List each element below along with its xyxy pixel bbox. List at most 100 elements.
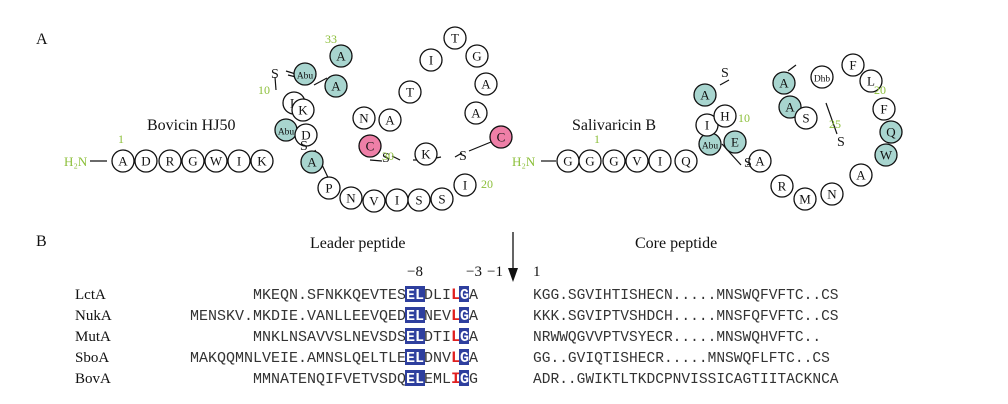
residue-letter: N xyxy=(827,187,837,202)
core-sequence: NRWWQGVVPTVSYECR.....MNSWQHVFTC.. xyxy=(533,329,821,346)
residue-bead: E xyxy=(723,130,747,154)
residue-number: 30 xyxy=(382,149,394,163)
leader-sequence: MENSKV.MKDIE.VANLLEEVQED xyxy=(190,308,406,325)
conserved-el-motif: EL xyxy=(406,350,424,367)
position-minus-8: −8 xyxy=(407,264,423,280)
bridge-sulfur: S xyxy=(721,66,729,81)
residue-letter: A xyxy=(471,106,481,121)
residue-letter: T xyxy=(451,31,459,46)
residue-letter: Abu xyxy=(702,142,719,152)
leader-sequence: DNV xyxy=(424,350,451,367)
double-glycine-motif: L xyxy=(451,307,461,325)
conserved-el-motif: EL xyxy=(406,371,424,388)
glycine-highlight xyxy=(459,349,469,365)
residue-circle xyxy=(414,142,438,166)
bovicin-residues: ADRGWIKAbuLAbuKDAPNVISSICATITGAAKCNAA xyxy=(111,26,513,213)
residue-letter: I xyxy=(429,53,433,68)
residue-letter: A xyxy=(785,100,795,115)
residue-letter: Abu xyxy=(278,128,295,138)
residue-letter: F xyxy=(880,102,887,117)
residue-bead: A xyxy=(849,163,873,187)
leader-sequence: A xyxy=(469,329,478,346)
residue-circle xyxy=(317,176,341,200)
residue-bead: D xyxy=(134,149,158,173)
residue-letter: P xyxy=(325,181,332,196)
leader-sequence: A xyxy=(469,287,478,304)
residue-bead: I xyxy=(419,48,443,72)
residue-letter: N xyxy=(359,111,369,126)
residue-circle xyxy=(794,106,818,130)
leader-sequence: NEV xyxy=(424,308,451,325)
double-glycine-motif: G xyxy=(460,329,469,346)
leader-peptide-title: Leader peptide xyxy=(310,235,406,252)
residue-bead: A xyxy=(324,74,348,98)
residue-bead: S xyxy=(430,187,454,211)
residue-circle xyxy=(770,174,794,198)
residue-bead: W xyxy=(204,149,228,173)
bridge-sulfur: S xyxy=(744,156,752,171)
residue-circle xyxy=(407,188,431,212)
residue-circle xyxy=(358,134,382,158)
residue-circle xyxy=(324,74,348,98)
residue-number: 10 xyxy=(738,111,750,125)
residue-circle xyxy=(398,80,422,104)
residue-circle xyxy=(859,69,883,93)
leader-sequence: DTI xyxy=(424,329,451,346)
conserved-el-motif: EL xyxy=(406,329,424,346)
residue-circle xyxy=(849,163,873,187)
residue-circle xyxy=(329,44,353,68)
residue-circle xyxy=(464,101,488,125)
glycine-highlight xyxy=(459,286,469,302)
residue-letter: G xyxy=(585,154,594,169)
residue-circle xyxy=(872,97,896,121)
double-glycine-motif: G xyxy=(460,371,469,388)
residue-bead: A xyxy=(111,149,135,173)
residue-bead: T xyxy=(398,80,422,104)
residue-bead: P xyxy=(317,176,341,200)
residue-circle xyxy=(474,72,498,96)
conserved-el-highlight xyxy=(405,370,425,386)
residue-letter: G xyxy=(188,154,197,169)
double-glycine-motif: I xyxy=(451,370,461,388)
residue-circle xyxy=(810,65,834,89)
residue-bead: N xyxy=(820,182,844,206)
bovicin-sulfur-bridges: S S S S xyxy=(271,67,467,166)
residue-letter: V xyxy=(632,154,642,169)
residue-circle xyxy=(181,149,205,173)
residue-letter: I xyxy=(237,154,241,169)
residue-letter: R xyxy=(166,154,175,169)
residue-letter: I xyxy=(395,193,399,208)
residue-letter: E xyxy=(731,135,739,150)
residue-circle xyxy=(820,182,844,206)
residue-letter: C xyxy=(366,139,375,154)
residue-letter: S xyxy=(802,111,809,126)
residue-bead: G xyxy=(465,44,489,68)
residue-letter: A xyxy=(779,76,789,91)
panel-b-label: B xyxy=(36,233,47,250)
residue-number: 20 xyxy=(874,83,886,97)
residue-bead: Q xyxy=(674,149,698,173)
core-sequence: KKK.SGVIPTVSHDCH.....MNSFQFVFTC..CS xyxy=(533,308,839,325)
double-glycine-motif: G xyxy=(460,287,469,304)
sequence-name: NukA xyxy=(75,308,112,324)
double-glycine-motif: G xyxy=(460,350,469,367)
residue-letter: C xyxy=(497,130,506,145)
residue-letter: T xyxy=(406,85,414,100)
double-glycine-motif: L xyxy=(451,349,461,367)
residue-circle xyxy=(111,149,135,173)
residue-circle xyxy=(378,108,402,132)
residue-bead: G xyxy=(181,149,205,173)
residue-circle xyxy=(430,187,454,211)
residue-letter: F xyxy=(849,58,856,73)
residue-number: 1 xyxy=(594,132,600,146)
residue-circle xyxy=(158,149,182,173)
residue-letter: M xyxy=(799,192,811,207)
sequence-name: LctA xyxy=(75,287,106,303)
residue-circle xyxy=(648,149,672,173)
residue-bead: L xyxy=(859,69,883,93)
residue-circle xyxy=(294,123,318,147)
residue-bead: A xyxy=(778,95,802,119)
bovicin-residue-numbers: 1 10 20 30 33 xyxy=(118,32,493,191)
residue-bead: I xyxy=(385,188,409,212)
